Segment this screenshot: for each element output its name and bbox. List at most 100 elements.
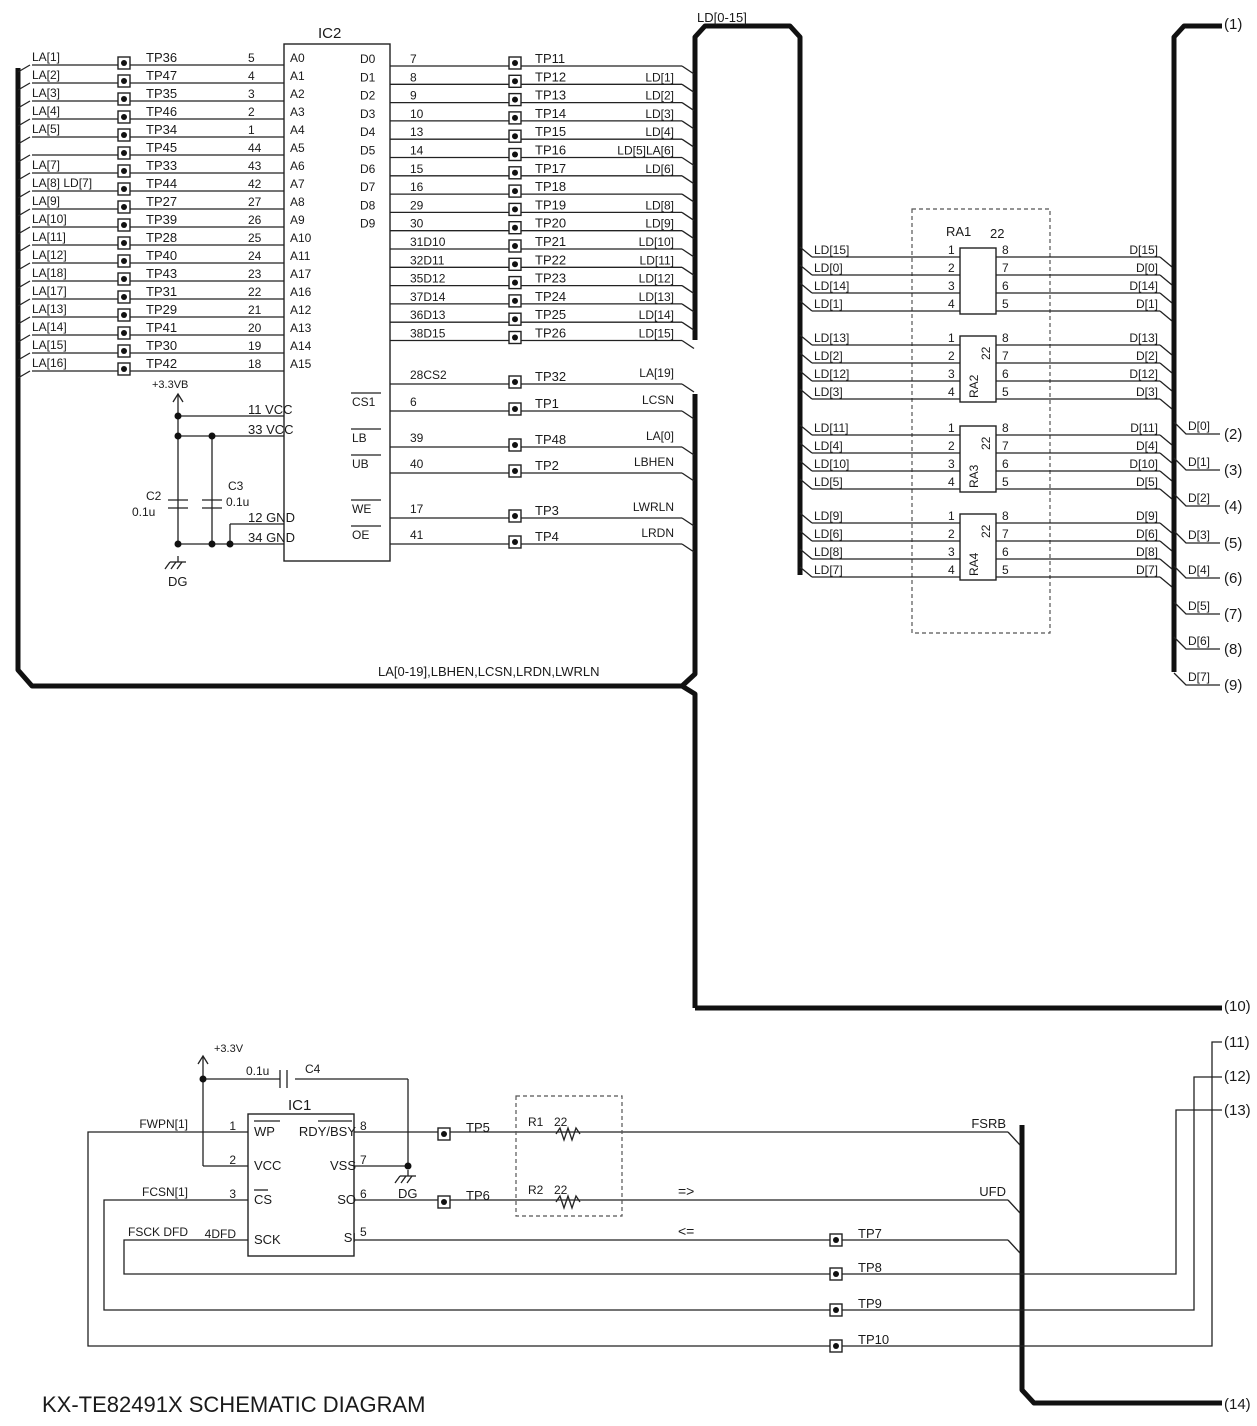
net-label: LD[5]LA[6] <box>617 144 674 158</box>
bus-entry <box>799 388 813 400</box>
pin-number: 4 <box>948 563 955 577</box>
bus-entry <box>17 82 31 91</box>
resistor-array-2 <box>959 335 997 403</box>
ld-bus-line <box>692 23 803 575</box>
net-label: FSRB <box>971 1116 1006 1131</box>
tp-tp4-dot <box>512 539 518 545</box>
pin-signal: RDY/BSY <box>299 1124 356 1139</box>
ic1-body <box>247 1113 355 1257</box>
bus-entry <box>799 334 813 346</box>
pin-signal: D7 <box>360 180 376 194</box>
connector-net: D[1] <box>1188 455 1210 469</box>
pin-signal: WE <box>352 502 371 516</box>
net-label: LD[3] <box>645 107 674 121</box>
net-label: LA[5] <box>32 122 60 136</box>
net-label: LA[10] <box>32 212 67 226</box>
tp-label: TP29 <box>146 302 177 317</box>
net-label: LD[1] <box>814 297 843 311</box>
pin-number: 7 <box>1002 527 1009 541</box>
connector-net: D[6] <box>1188 634 1210 648</box>
pin-number: 1 <box>948 331 955 345</box>
tp-label: TP21 <box>535 234 566 249</box>
bus-entry <box>1159 576 1173 588</box>
pin-number: 19 <box>248 339 262 353</box>
net-label: LD[7] <box>814 563 843 577</box>
connector-net: D[5] <box>1188 599 1210 613</box>
connector-ref: (4) <box>1224 498 1242 515</box>
pin-number: 1 <box>948 243 955 257</box>
tp-label: TP27 <box>146 194 177 209</box>
net-label: LD[4] <box>814 439 843 453</box>
ground-hatch <box>170 561 177 570</box>
pin-number: 30 <box>410 217 424 231</box>
pin-signal: D6 <box>360 162 376 176</box>
net-label: LD[3] <box>814 385 843 399</box>
pin-number: 10 <box>410 107 424 121</box>
pin-signal: A8 <box>290 195 305 209</box>
arrow-out: => <box>678 1183 694 1199</box>
tp-label: TP2 <box>535 458 559 473</box>
resistor-array-4 <box>959 513 997 581</box>
pin-signal: D0 <box>360 52 376 66</box>
pin-number: 25 <box>248 231 262 245</box>
pin-signal: VCC <box>254 1158 281 1173</box>
pin-number: 6 <box>410 395 417 409</box>
bus-entry <box>799 478 813 490</box>
pin-signal: D8 <box>360 198 376 212</box>
ra-value: 22 <box>979 436 993 450</box>
pin-number: 8 <box>1002 509 1009 523</box>
net-label: LD[15] <box>814 243 849 257</box>
pin-number: 23 <box>248 267 262 281</box>
tp-tp32-dot <box>512 379 518 385</box>
pin-signal: A16 <box>290 285 312 299</box>
bus-entry <box>1159 522 1173 534</box>
pin-number: 16 <box>410 180 424 194</box>
net-label: LA[11] <box>32 230 66 244</box>
bus-entry <box>17 118 31 127</box>
pin-number: 6 <box>1002 545 1009 559</box>
pin-number: 3 <box>948 279 955 293</box>
pin-number: 5 <box>1002 563 1009 577</box>
tp-tp25-dot <box>512 316 518 323</box>
bus-entry <box>799 264 813 276</box>
c2-value: 0.1u <box>132 505 155 519</box>
ra-ref: RA3 <box>967 464 981 488</box>
pin-signal: A9 <box>290 213 305 227</box>
bus-entry <box>17 370 31 379</box>
tp-tp8-dot <box>833 1271 839 1277</box>
pin-signal: A10 <box>290 231 312 245</box>
net-label: LA[19] <box>639 366 674 380</box>
connector-ref: (5) <box>1224 535 1242 552</box>
pin-signal: A12 <box>290 303 312 317</box>
bus-entry <box>1159 362 1173 374</box>
tp-label: TP17 <box>535 161 566 176</box>
pin-number: 6 <box>1002 457 1009 471</box>
fcsn-wire <box>103 1076 1222 1311</box>
net-label: LD[11] <box>640 253 674 267</box>
ic2-label: IC2 <box>318 25 341 42</box>
net-label: LA[17] <box>32 284 67 298</box>
tp-tp15-dot <box>512 133 518 140</box>
connector-ref: (9) <box>1224 677 1242 694</box>
bus-entry <box>799 460 813 472</box>
pin-signal: UB <box>352 457 369 471</box>
tp-tp17-dot <box>512 169 518 176</box>
net-label: LA[3] <box>32 86 60 100</box>
pin-number: 9 <box>410 89 417 103</box>
net-label: LD[13] <box>639 290 674 304</box>
net-label: LD[13] <box>814 331 849 345</box>
net-label: LD[5] <box>814 475 843 489</box>
pin-number: 7 <box>1002 439 1009 453</box>
connector-wire <box>1173 672 1220 686</box>
ic2-section: LD[0-15]LA[0-19],LBHEN,LCSN,LRDN,LWRLNIC… <box>15 10 1222 1011</box>
bus-entry <box>1007 1131 1021 1146</box>
la-bus-drop <box>680 683 698 1008</box>
bus-entry <box>17 244 31 253</box>
pin-number: 4 <box>948 385 955 399</box>
pin-signal: D3 <box>360 107 376 121</box>
pin-number: 3 <box>229 1187 236 1201</box>
power-pin-label: 34 GND <box>248 530 295 545</box>
net-label: FSCK DFD <box>128 1225 188 1239</box>
ld-bus-label: LD[0-15] <box>697 10 747 25</box>
